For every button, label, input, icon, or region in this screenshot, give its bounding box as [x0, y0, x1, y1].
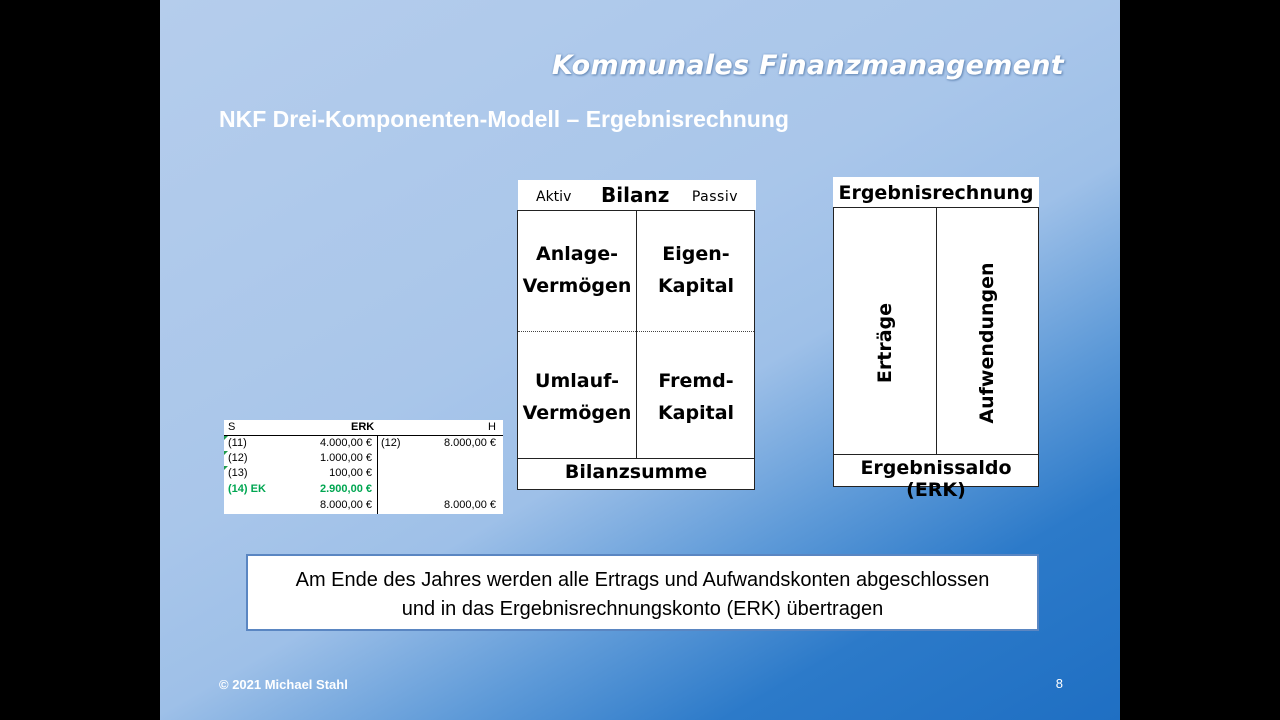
- bilanz-cell-line: Anlage-: [536, 243, 618, 265]
- explanation-line: Am Ende des Jahres werden alle Ertrags u…: [295, 569, 990, 591]
- bilanz-cell-line: Kapital: [657, 402, 735, 424]
- ergebnissaldo-label: Ergebnissaldo (ERK): [860, 457, 1012, 501]
- erk-debit-ref: (12): [228, 452, 248, 464]
- erk-credit-total: 8.000,00 €: [444, 499, 496, 511]
- erk-divider: [377, 435, 378, 514]
- erk-debit-label: S: [228, 421, 236, 433]
- presentation-slide: Kommunales Finanzmanagement NKF Drei-Kom…: [160, 0, 1120, 720]
- explanation-textbox: Am Ende des Jahres werden alle Ertrags u…: [246, 554, 1039, 631]
- bilanz-title: Bilanz: [601, 183, 670, 207]
- bilanz-cell-line: Eigen-: [662, 243, 730, 265]
- erk-debit-amount: 100,00 €: [329, 467, 372, 479]
- bilanz-cell-line: Vermögen: [522, 275, 632, 297]
- bilanz-cell-anlagevermoegen: Anlage- Vermögen: [518, 238, 636, 302]
- bilanz-header: Aktiv Bilanz Passiv: [518, 180, 756, 210]
- erk-title: ERK: [351, 421, 375, 433]
- erk-t-account: S ERK H (11) 4.000,00 € (12) 1.000,00 € …: [224, 420, 503, 514]
- erk-debit-ref-eigenkapital: (14) EK: [228, 483, 266, 495]
- explanation-line: und in das Ergebnisrechnungskonto (ERK) …: [401, 598, 884, 620]
- ergebnisrechnung-divider-vertical: [936, 208, 937, 454]
- bilanz-cell-line: Vermögen: [522, 402, 632, 424]
- bilanz-divider-vertical: [636, 211, 637, 458]
- bilanz-cell-umlaufvermoegen: Umlauf- Vermögen: [518, 365, 636, 429]
- ergebnisrechnung-title: Ergebnisrechnung: [833, 177, 1039, 208]
- bilanz-divider-bottom: [518, 458, 754, 459]
- erk-credit-ref: (12): [381, 437, 401, 449]
- bilanz-sum-label: Bilanzsumme: [564, 461, 708, 483]
- erk-credit-label: H: [488, 421, 496, 433]
- bilanz-cell-line: Fremd-: [658, 370, 734, 392]
- bilanz-divider-dotted: [518, 331, 754, 332]
- erk-debit-ref: (13): [228, 467, 248, 479]
- erk-debit-amount: 1.000,00 €: [320, 452, 372, 464]
- ergebnisrechnung-diagram: Erträge Aufwendungen Ergebnissaldo (ERK): [833, 207, 1039, 501]
- erk-debit-total: 8.000,00 €: [320, 499, 372, 511]
- erk-credit-amount: 8.000,00 €: [444, 437, 496, 449]
- copyright-footer: © 2021 Michael Stahl: [219, 677, 348, 692]
- bilanz-aktiv-label: Aktiv: [536, 189, 572, 205]
- ertraege-label: Erträge: [874, 302, 896, 384]
- bilanz-cell-line: Kapital: [657, 275, 735, 297]
- bilanz-cell-line: Umlauf-: [535, 370, 619, 392]
- erk-header: S ERK H: [224, 420, 503, 436]
- erk-debit-amount: 4.000,00 €: [320, 437, 372, 449]
- slide-subtitle: NKF Drei-Komponenten-Modell – Ergebnisre…: [219, 106, 789, 132]
- bilanz-diagram: Anlage- Vermögen Eigen- Kapital Umlauf- …: [517, 210, 755, 490]
- cell-marker-icon: [224, 436, 228, 440]
- page-number: 8: [1055, 676, 1063, 691]
- bilanz-cell-eigenkapital: Eigen- Kapital: [637, 238, 755, 302]
- bilanz-passiv-label: Passiv: [691, 189, 738, 205]
- aufwendungen-label: Aufwendungen: [976, 262, 998, 424]
- erk-debit-amount-eigenkapital: 2.900,00 €: [320, 483, 372, 495]
- brand-title: Kommunales Finanzmanagement: [551, 50, 1064, 81]
- erk-debit-ref: (11): [228, 437, 247, 449]
- cell-marker-icon: [224, 451, 228, 455]
- ergebnisrechnung-divider-bottom: [834, 454, 1038, 455]
- cell-marker-icon: [224, 466, 228, 470]
- bilanz-cell-fremdkapital: Fremd- Kapital: [637, 365, 755, 429]
